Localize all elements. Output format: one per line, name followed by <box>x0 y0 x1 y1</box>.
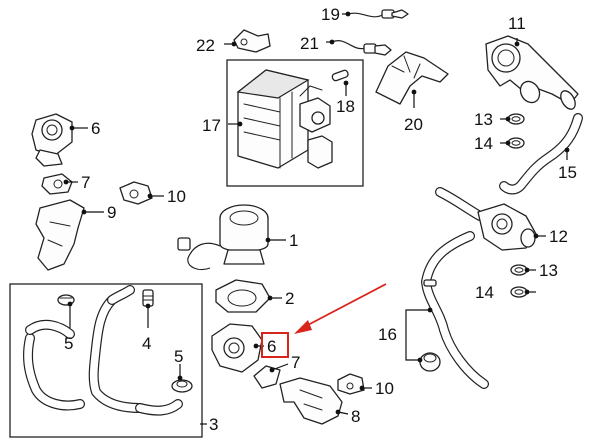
callout-18: 18 <box>336 97 355 116</box>
callout-1: 1 <box>289 231 298 250</box>
callout-9: 9 <box>107 203 116 222</box>
o-ring-14-upper <box>507 137 525 149</box>
vent-valve-18 <box>331 69 349 82</box>
bracket-22 <box>233 29 271 53</box>
callout-6-lower: 6 <box>267 337 276 356</box>
callout-19: 19 <box>321 5 340 24</box>
air-pump-1 <box>177 204 269 271</box>
callout-15: 15 <box>558 163 577 182</box>
housing-11 <box>485 35 579 110</box>
gasket-2 <box>215 279 271 313</box>
callout-12: 12 <box>549 227 568 246</box>
leader-dots <box>63 11 570 415</box>
valve-6-upper <box>31 113 73 167</box>
callout-6-upper: 6 <box>91 119 100 138</box>
callout-11: 11 <box>508 14 526 33</box>
callout-8: 8 <box>351 407 360 426</box>
callout-5-upper: 5 <box>64 334 73 353</box>
callout-21: 21 <box>300 34 319 53</box>
callout-2: 2 <box>285 289 294 308</box>
gasket-7-upper <box>41 173 73 195</box>
bracket-9 <box>35 199 85 271</box>
callout-13-lower: 13 <box>539 261 558 280</box>
callout-20: 20 <box>404 115 423 134</box>
oxygen-sensor-21 <box>331 40 392 56</box>
callout-13-upper: 13 <box>474 110 493 129</box>
callout-22: 22 <box>196 36 215 55</box>
fitting-4 <box>142 289 154 307</box>
highlight-arrow <box>294 283 387 334</box>
callout-14-upper: 14 <box>474 134 493 153</box>
callout-7-lower: 7 <box>291 353 300 372</box>
callout-17: 17 <box>202 116 221 135</box>
hose-assembly-3 <box>23 285 183 416</box>
coolant-hose-15 <box>499 113 583 195</box>
clamp-16 <box>419 352 441 372</box>
o-ring-14-lower <box>510 286 528 298</box>
callout-3: 3 <box>209 415 218 434</box>
gasket-10-upper <box>119 181 153 205</box>
callout-5-lower: 5 <box>174 347 183 366</box>
valve-6-lower <box>211 323 263 373</box>
callout-10-upper: 10 <box>167 187 186 206</box>
group-box-17 <box>226 59 364 187</box>
callout-14-lower: 14 <box>475 283 494 302</box>
pipe-8 <box>279 377 343 425</box>
clamp-5-lower <box>171 379 193 393</box>
callout-10-lower: 10 <box>375 379 394 398</box>
callout-16: 16 <box>378 325 397 344</box>
callout-labels: 19 21 22 18 20 17 11 13 14 15 12 13 14 1… <box>64 5 577 434</box>
o-ring-13-lower <box>510 264 528 276</box>
heat-shield-20 <box>375 51 449 105</box>
coolant-hose-16 <box>421 231 489 389</box>
group-box-3 <box>9 283 203 438</box>
callout-7-upper: 7 <box>81 173 90 192</box>
oxygen-sensor-19 <box>347 9 409 19</box>
highlight-box-6 <box>261 332 289 358</box>
gasket-10-lower <box>337 373 365 395</box>
evap-canister-17 <box>236 69 333 169</box>
gasket-7-lower <box>253 365 281 389</box>
callout-4: 4 <box>142 334 151 353</box>
